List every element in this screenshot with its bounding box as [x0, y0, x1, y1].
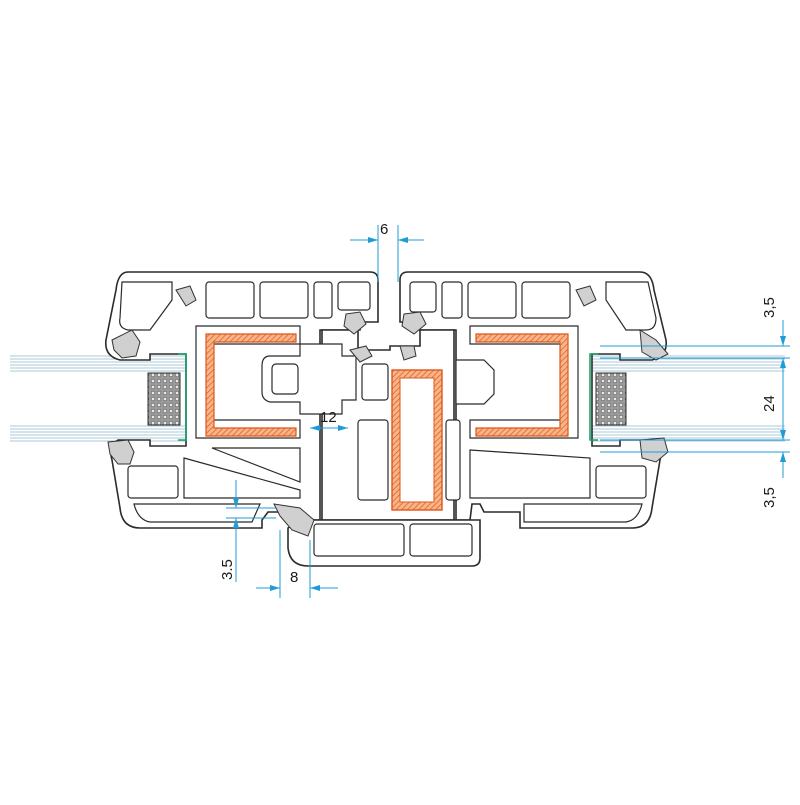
chamber: [455, 359, 495, 405]
gasket: [401, 311, 427, 335]
dimension-label: 3,5: [761, 297, 778, 318]
chamber: [605, 281, 657, 331]
glass-pane-left-top: [10, 355, 185, 372]
dimension-left-bottom-height: 3.5: [219, 480, 276, 582]
gasket: [639, 437, 669, 463]
glass-left: [10, 355, 185, 442]
chamber: [183, 457, 301, 499]
glazing-bead-left: [178, 353, 187, 441]
spacer-foam-left: [147, 372, 181, 426]
chamber: [441, 281, 463, 319]
dimension-label: 12: [320, 409, 337, 426]
chamber: [357, 419, 389, 501]
chamber: [337, 281, 371, 311]
chamber: [361, 363, 389, 401]
glass-pane-left-bottom: [10, 425, 185, 442]
gasket: [175, 285, 197, 307]
glazing-bead-right: [589, 353, 598, 441]
spacer-foam-right: [595, 372, 627, 426]
chamber: [409, 523, 473, 557]
dimension-label: 3.5: [219, 559, 236, 580]
chamber: [595, 465, 647, 499]
chamber: [409, 281, 437, 313]
gasket: [107, 439, 135, 465]
chamber: [313, 523, 405, 557]
sash-profile-left: [104, 271, 379, 529]
dimension-gap-top: 6: [350, 221, 424, 282]
gasket: [639, 329, 669, 361]
chamber: [211, 447, 301, 483]
chamber: [205, 281, 255, 319]
steel-reinforcement-right: [475, 333, 569, 437]
dimension-label: 3,5: [761, 487, 778, 508]
chamber: [261, 343, 357, 415]
gasket: [399, 345, 417, 361]
chamber: [521, 281, 571, 319]
dimension-label: 6: [380, 221, 388, 238]
chamber: [271, 363, 299, 395]
chamber: [127, 465, 179, 499]
steel-reinforcement-left: [205, 333, 297, 437]
dimension-right: 3,5 24 3,5: [600, 297, 790, 508]
chamber: [133, 503, 261, 523]
chamber: [119, 281, 173, 331]
mullion-center: [261, 329, 495, 567]
dimension-left-bottom-width: 8: [256, 530, 338, 598]
chamber: [467, 281, 517, 319]
gasket: [343, 311, 367, 335]
gasket: [111, 329, 141, 359]
chamber: [523, 503, 643, 523]
sash-profile-right: [399, 271, 668, 529]
gaskets: [107, 285, 669, 537]
glass-right: [590, 355, 785, 442]
dimension-label: 24: [761, 395, 778, 412]
chamber: [469, 449, 591, 499]
steel-inner: [399, 377, 435, 503]
gasket: [575, 285, 597, 307]
gasket: [273, 503, 315, 537]
dimension-label: 8: [290, 569, 298, 586]
chamber: [313, 281, 333, 319]
chamber: [445, 419, 461, 501]
chamber: [259, 281, 309, 319]
glass-pane-right-bottom: [590, 425, 785, 442]
gasket: [349, 345, 373, 363]
dimension-mullion-offset: 12: [310, 409, 348, 431]
